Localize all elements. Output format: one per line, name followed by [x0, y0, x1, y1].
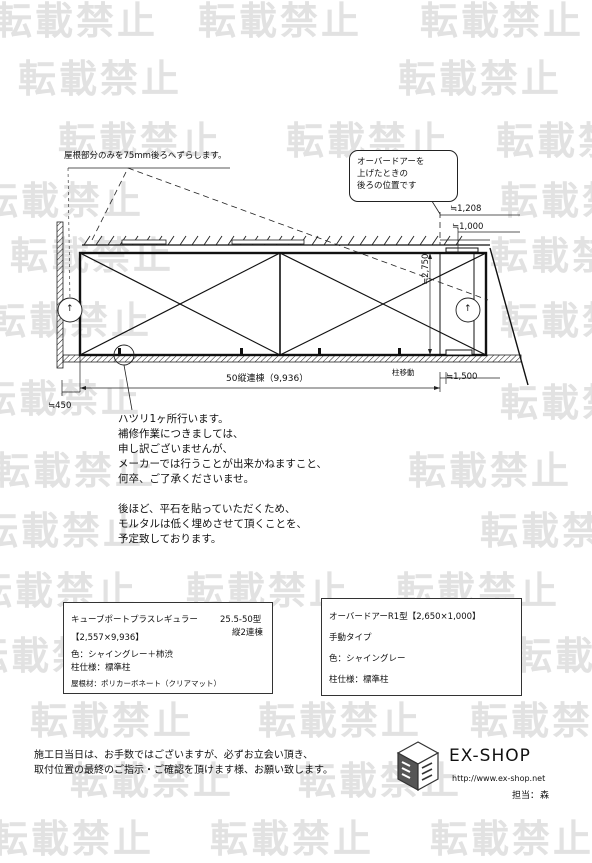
staff-name: 森	[540, 791, 550, 801]
note-line: 後ほど、平石を貼っていただくため、	[118, 503, 296, 515]
dimension-arrows	[80, 253, 440, 390]
door-title: オーバードアーR1型【2,650×1,000】	[329, 612, 481, 622]
watermark: 転載禁止	[0, 377, 143, 421]
elevation-drawing	[56, 167, 529, 411]
note-line: 予定致しております。	[118, 533, 222, 545]
footer-line-1: 施工日当日は、お手数ではございますが、必ずお立会い頂き、	[34, 750, 314, 761]
watermark: 転載禁止	[500, 299, 592, 343]
carport-roof: 屋根材：ポリカーボネート（クリアマット）	[71, 679, 221, 688]
watermark: 転載禁止	[408, 449, 573, 493]
watermark: 転載禁止	[70, 759, 235, 803]
dim-450-label: ≒450	[48, 401, 72, 411]
carport-spec-box: キューブポートプラスレギュラー 25.5-50型 縦2連棟 【2,557×9,9…	[63, 602, 273, 694]
post-markers	[118, 247, 479, 356]
ex-shop-logo-icon	[396, 741, 440, 792]
chipping-leader	[123, 364, 133, 411]
left-wall	[56, 221, 64, 369]
watermark: 転載禁止	[514, 634, 592, 678]
watermark: 転載禁止	[0, 0, 159, 43]
watermark: 転載禁止	[18, 57, 183, 101]
footer-line-2: 取付位置の最終のご指示・ご確認を頂けます様、お願い致します。	[34, 765, 333, 776]
callout-line-2: 上げたときの	[357, 169, 409, 179]
carport-model: 25.5-50型	[220, 615, 262, 625]
dashed-guides	[91, 167, 489, 301]
right-circle-label: ↑	[464, 304, 472, 314]
watermark: 転載禁止	[0, 179, 145, 223]
post-move-label: 柱移動	[392, 368, 415, 377]
door-type: 手動タイプ	[329, 633, 372, 643]
watermark: 転載禁止	[30, 699, 195, 743]
watermark: 転載禁止	[470, 699, 592, 743]
door-color: 色：シャイングレー	[329, 654, 406, 664]
door-open-line	[489, 247, 529, 386]
chipping-note: ハツリ1ヶ所行います。 補修作業につきましては、 申し訳ございませんが、 メーカ…	[118, 412, 327, 547]
door-post: 柱仕様：標準柱	[329, 675, 389, 685]
dim-1208-label: ≒1,208	[450, 204, 482, 214]
note-line: モルタルは低く埋めさせて頂くことを、	[118, 518, 307, 530]
watermark: 転載禁止	[258, 699, 423, 743]
watermark: 転載禁止	[0, 509, 145, 553]
note-line: 補修作業につきましては、	[118, 428, 244, 440]
watermark: 転載禁止	[0, 449, 157, 493]
watermark: 転載禁止	[496, 119, 592, 163]
left-circle-label: ↑	[66, 304, 74, 314]
watermark: 転載禁止	[500, 179, 592, 223]
carport-title: キューブポートプラスレギュラー	[71, 615, 198, 625]
footer-note: 施工日当日は、お手数ではございますが、必ずお立会い頂き、 取付位置の最終のご指示…	[34, 748, 333, 778]
carport-color: 色：シャイングレー＋柿渋	[71, 650, 174, 660]
watermark: 転載禁止	[500, 381, 592, 425]
brand-url[interactable]: http://www.ex-shop.net	[452, 774, 546, 783]
carport-size: 【2,557×9,936】	[71, 633, 144, 643]
watermark: 転載禁止	[480, 509, 592, 553]
roof-shift-note: 屋根部分のみを75mm後ろへずらします。	[64, 151, 227, 161]
staff-label: 担当：	[512, 791, 540, 801]
watermark: 転載禁止	[398, 57, 563, 101]
overdoor-callout: オーバードアーを 上げたときの 後ろの位置です	[349, 150, 458, 202]
dim-length-label: 50縦連棟（9,936）	[226, 374, 309, 384]
dim-1000-label: ≒1,000	[452, 222, 484, 232]
brand-name: EX-SHOP	[449, 746, 531, 766]
left-circle-mark	[57, 297, 83, 323]
note-line: 何卒、ご了承くださいませ。	[118, 473, 255, 485]
watermark: 転載禁止	[58, 119, 223, 163]
note-line	[118, 487, 327, 502]
door-spec-box: オーバードアーR1型【2,650×1,000】 手動タイプ 色：シャイングレー …	[321, 598, 522, 696]
callout-line-1: オーバードアーを	[357, 157, 425, 167]
note-line: 申し訳ございませんが、	[118, 443, 233, 455]
note-line: メーカーでは行うことが出来かねますこと、	[118, 458, 327, 470]
callout-line-3: 後ろの位置です	[357, 181, 417, 191]
dim-1500-label: ≒1,500	[446, 372, 478, 382]
watermark: 転載禁止	[198, 0, 363, 43]
roof-line	[82, 235, 490, 246]
dim-2750-label: ≒2,750	[421, 253, 431, 285]
watermark: 転載禁止	[420, 0, 585, 43]
roof-note-leader-vert	[67, 167, 71, 301]
carport-model-2: 縦2連棟	[232, 628, 263, 638]
right-circle-mark	[455, 297, 481, 323]
carport-post: 柱仕様：標準柱	[71, 663, 131, 673]
note-line: ハツリ1ヶ所行います。	[118, 413, 229, 425]
carport-frame	[78, 251, 488, 357]
watermark: 転載禁止	[490, 234, 592, 278]
